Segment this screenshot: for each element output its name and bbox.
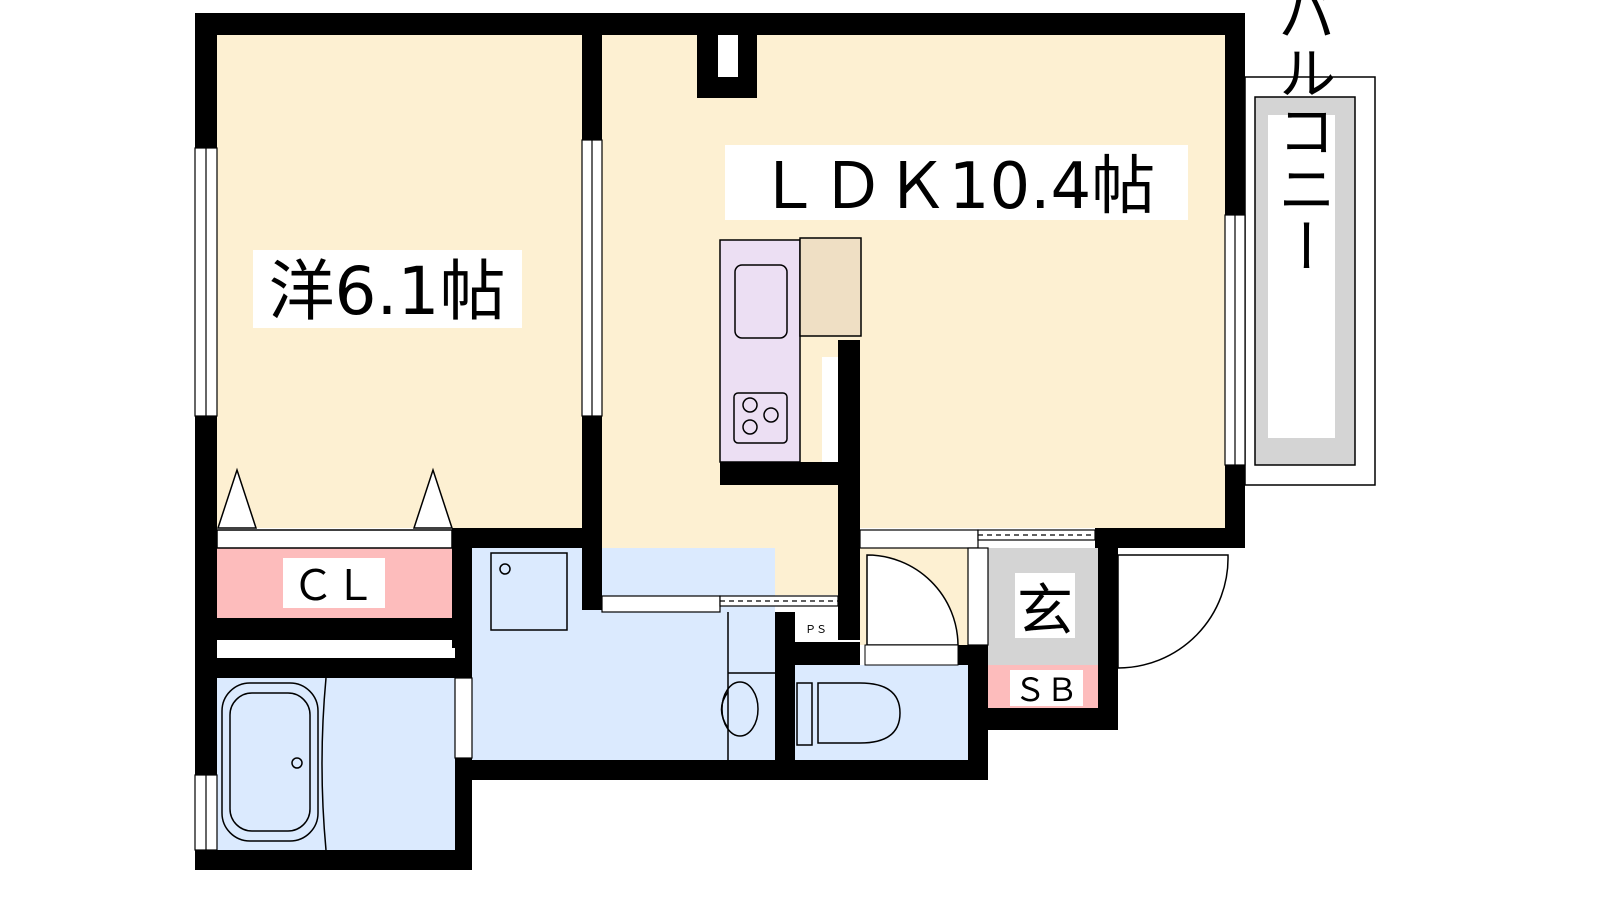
hall-door[interactable] bbox=[866, 554, 959, 646]
ldk-room bbox=[602, 35, 1225, 528]
burner-icon bbox=[742, 419, 758, 435]
pipe-space-label: ＰＳ bbox=[805, 623, 827, 636]
stove-icon bbox=[733, 392, 788, 444]
shoe-box-label: ＳＢ bbox=[1014, 671, 1078, 709]
washing-machine-space bbox=[490, 552, 568, 631]
bathtub-inner bbox=[229, 692, 311, 832]
balcony-label: バルコニー bbox=[1268, 0, 1336, 275]
kitchen-wall-void bbox=[822, 357, 838, 462]
washroom bbox=[472, 548, 775, 760]
sliding-doors[interactable] bbox=[454, 529, 1096, 759]
hall-door-frame bbox=[864, 644, 959, 666]
sink-icon bbox=[734, 264, 788, 339]
burner-icon bbox=[763, 407, 779, 423]
closet-shelf bbox=[216, 529, 453, 549]
toilet-room bbox=[795, 665, 968, 760]
bath-divider bbox=[321, 677, 327, 851]
bathtub-icon bbox=[221, 682, 319, 842]
bath-drain-icon bbox=[291, 757, 303, 769]
pillar-void bbox=[718, 35, 738, 77]
ldk-label: ＬＤＫ10.4帖 bbox=[757, 150, 1156, 224]
burner-icon bbox=[742, 397, 758, 413]
closet-label: ＣＬ bbox=[292, 561, 376, 610]
drain-icon bbox=[499, 563, 511, 575]
toilet-tank bbox=[796, 682, 813, 746]
pipe-space bbox=[795, 612, 838, 642]
fridge-space bbox=[799, 237, 862, 337]
toilet-icon[interactable] bbox=[817, 682, 901, 744]
washbasin-bowl bbox=[720, 691, 729, 729]
bathroom bbox=[217, 678, 455, 850]
windows bbox=[194, 139, 1246, 851]
entrance-label: 玄 bbox=[1017, 579, 1073, 644]
kitchen-counter bbox=[719, 239, 801, 463]
front-door[interactable] bbox=[1117, 554, 1229, 669]
western-room-label: 洋6.1帖 bbox=[269, 253, 506, 330]
closet-door[interactable] bbox=[216, 467, 454, 529]
vanity bbox=[727, 612, 775, 760]
